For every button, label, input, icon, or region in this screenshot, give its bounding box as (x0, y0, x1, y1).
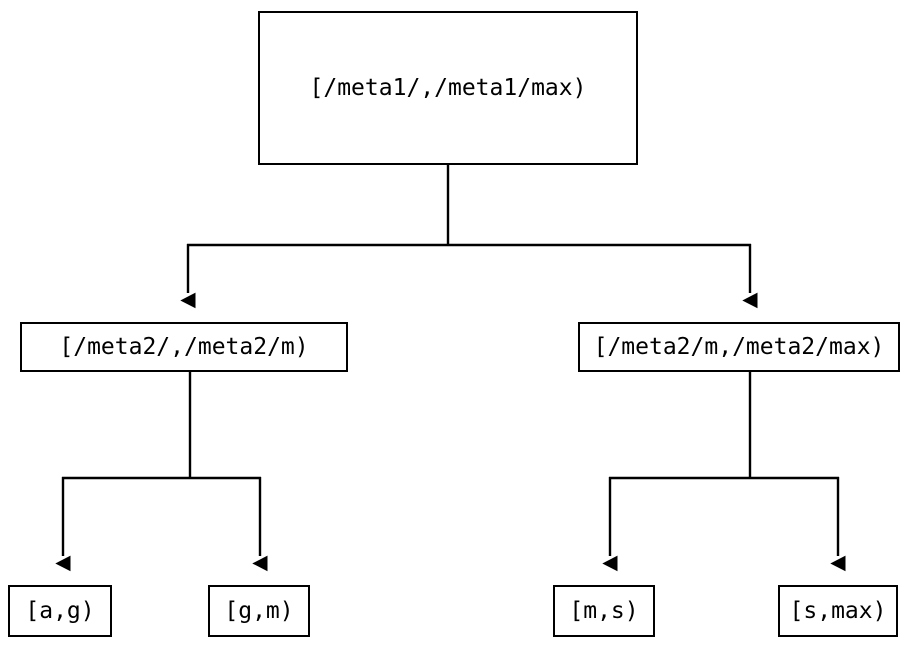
node-leaf-4-label: [s,max) (789, 597, 887, 624)
node-level2-left-label: [/meta2/,/meta2/m) (59, 333, 309, 360)
node-leaf-2-label: [g,m) (224, 597, 294, 624)
node-leaf-4[interactable]: [s,max) (778, 585, 898, 637)
edge-root-to-level2 (180, 165, 758, 309)
node-root-label: [/meta1/,/meta1/max) (309, 74, 587, 101)
node-root[interactable]: [/meta1/,/meta1/max) (258, 11, 638, 165)
node-leaf-2[interactable]: [g,m) (208, 585, 310, 637)
edge-left-subtree (55, 372, 268, 572)
node-level2-right[interactable]: [/meta2/m,/meta2/max) (578, 322, 900, 372)
node-leaf-3-label: [m,s) (569, 597, 639, 624)
node-leaf-1-label: [a,g) (25, 597, 95, 624)
edge-right-subtree (602, 372, 846, 572)
node-leaf-1[interactable]: [a,g) (8, 585, 112, 637)
node-leaf-3[interactable]: [m,s) (553, 585, 655, 637)
node-level2-right-label: [/meta2/m,/meta2/max) (593, 333, 885, 360)
node-level2-left[interactable]: [/meta2/,/meta2/m) (20, 322, 348, 372)
